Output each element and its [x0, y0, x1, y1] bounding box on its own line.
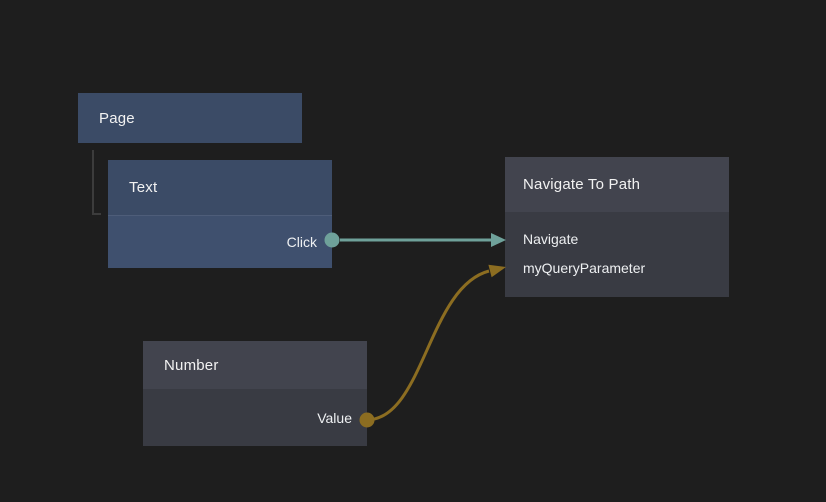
node-page[interactable]: Page [78, 93, 302, 143]
signal-connection-arrowhead-icon [491, 233, 506, 247]
click-output-port-row[interactable]: Click [108, 234, 332, 250]
node-number-ports: Value [143, 389, 367, 446]
node-navigate-to-path-ports: Navigate myQueryParameter [505, 212, 729, 297]
value-output-port-label: Value [317, 409, 352, 426]
node-number[interactable]: Number Value [143, 341, 367, 446]
value-connection-arrowhead-icon [488, 264, 506, 278]
node-navigate-to-path[interactable]: Navigate To Path Navigate myQueryParamet… [505, 157, 729, 297]
node-text-ports: Click [108, 215, 332, 268]
value-connection-wire[interactable] [366, 269, 490, 422]
node-text-title: Text [129, 179, 158, 196]
node-number-title: Number [164, 356, 219, 374]
node-number-header[interactable]: Number [143, 341, 367, 389]
navigate-input-port-label: Navigate [523, 230, 579, 247]
value-output-port-row[interactable]: Value [143, 410, 367, 426]
node-navigate-to-path-title: Navigate To Path [523, 176, 641, 193]
query-parameter-input-port-row[interactable]: myQueryParameter [505, 253, 729, 282]
node-page-header[interactable]: Page [78, 93, 302, 143]
node-text[interactable]: Text Click [108, 160, 332, 268]
navigate-input-port-row[interactable]: Navigate [505, 224, 729, 253]
query-parameter-input-port-label: myQueryParameter [523, 259, 646, 276]
hierarchy-connector-line [92, 150, 101, 215]
node-text-header[interactable]: Text [108, 160, 332, 215]
node-navigate-to-path-header[interactable]: Navigate To Path [505, 157, 729, 212]
click-output-port-label: Click [286, 234, 317, 250]
node-page-title: Page [99, 109, 135, 127]
